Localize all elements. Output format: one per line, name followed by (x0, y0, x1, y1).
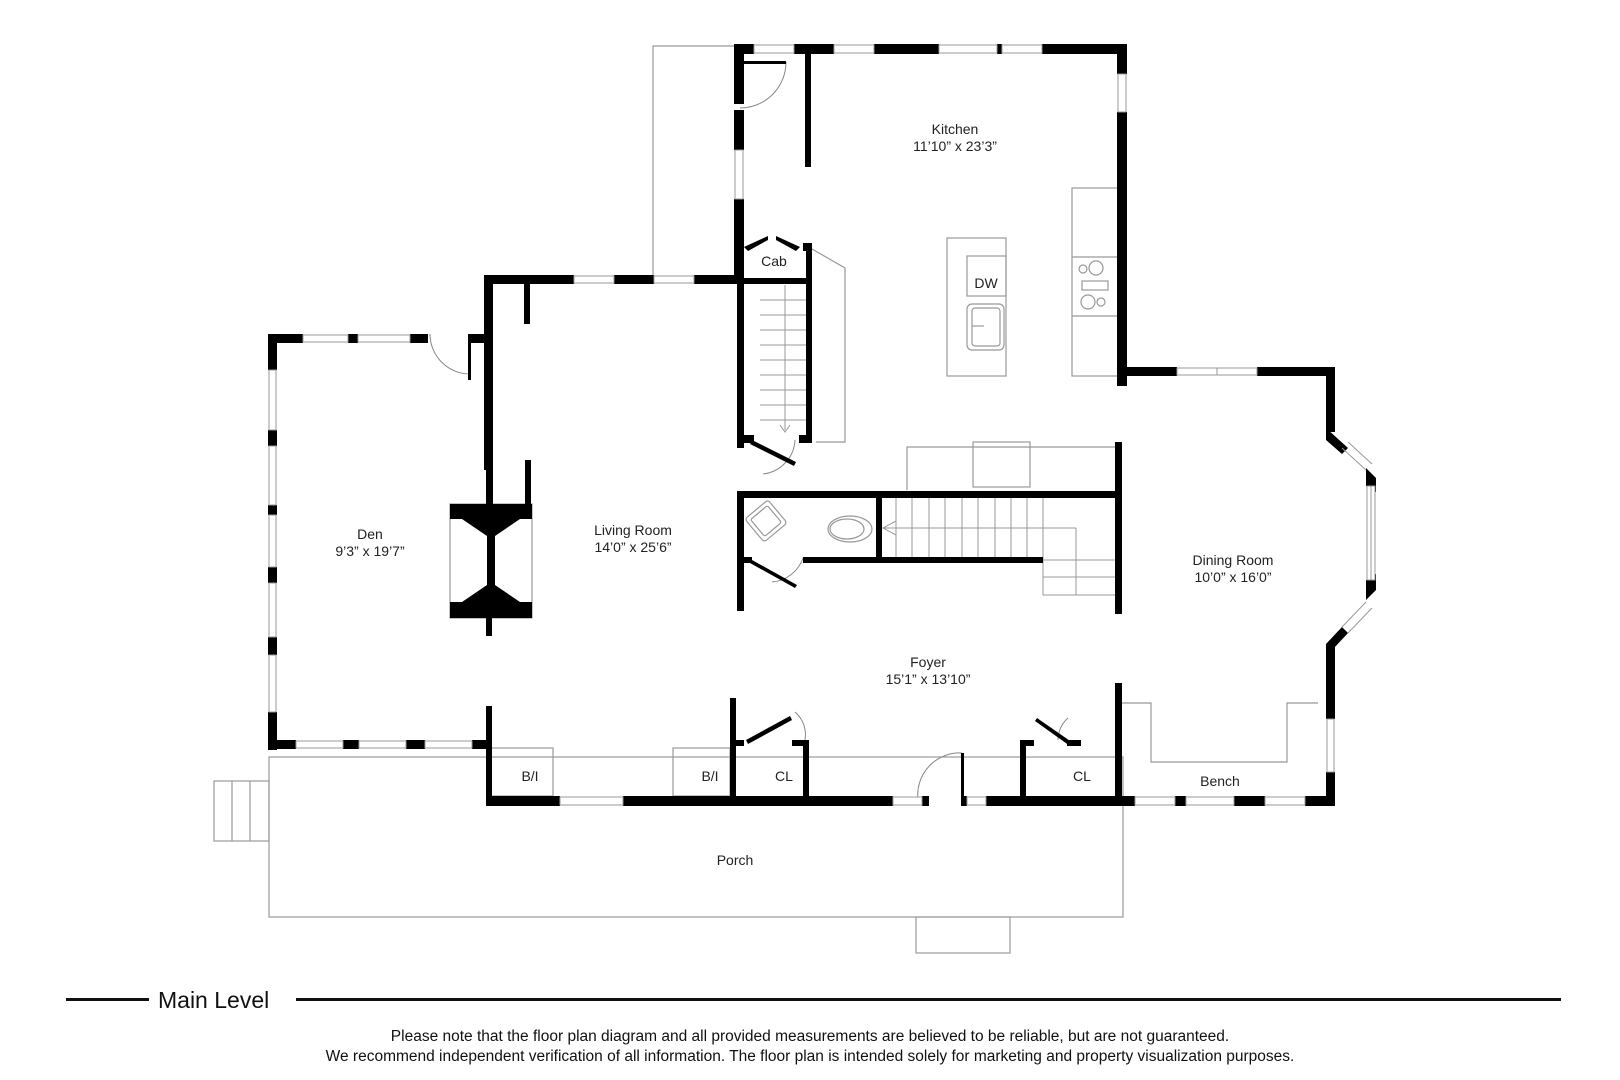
thin-outlines (213, 45, 1318, 954)
fixture-label-dishwasher: DW (974, 275, 998, 291)
room-dimensions: 10’0” x 16’0” (1194, 569, 1272, 585)
room-label-porch: Porch (717, 852, 754, 869)
fixture-label-closet-left: CL (775, 768, 793, 784)
room-label-kitchen: Kitchen 11’10” x 23’3” (913, 121, 997, 155)
disclaimer-line-1: Please note that the floor plan diagram … (390, 1028, 1230, 1045)
fixture-label-built-in-left: B/I (521, 768, 539, 784)
room-name: Living Room (594, 522, 672, 538)
room-dimensions: 9’3” x 19’7” (335, 543, 405, 559)
fixture-label-cab: Cab (761, 253, 787, 269)
room-label-foyer: Foyer 15’1” x 13’10” (886, 654, 971, 688)
room-name: Dining Room (1192, 552, 1274, 568)
room-name: Porch (716, 852, 754, 868)
level-title: Main Level (158, 987, 270, 1013)
walls (268, 44, 1376, 806)
room-dimensions: 15’1” x 13’10” (885, 671, 971, 687)
level-rule-right (296, 998, 1561, 1001)
fixture-label-closet-right: CL (1073, 768, 1091, 784)
room-name: Den (357, 526, 383, 542)
room-dimensions: 14’0” x 25’6” (594, 539, 672, 555)
room-label-dining-room: Dining Room 10’0” x 16’0” (1193, 552, 1274, 586)
room-label-den: Den 9’3” x 19’7” (335, 526, 404, 560)
bay-windows (1341, 441, 1373, 634)
room-name: Foyer (910, 654, 946, 670)
fixture-label-built-in-right: B/I (701, 768, 719, 784)
disclaimer-line-2: We recommend independent verification of… (325, 1048, 1295, 1065)
room-name: Kitchen (931, 121, 979, 137)
level-rule-left (66, 998, 149, 1001)
door-swings (429, 61, 1069, 801)
room-dimensions: 11’10” x 23’3” (913, 138, 997, 154)
windows (268, 44, 1376, 806)
room-label-living-room: Living Room 14’0” x 25’6” (594, 522, 672, 556)
fixture-label-bench: Bench (1200, 773, 1240, 789)
